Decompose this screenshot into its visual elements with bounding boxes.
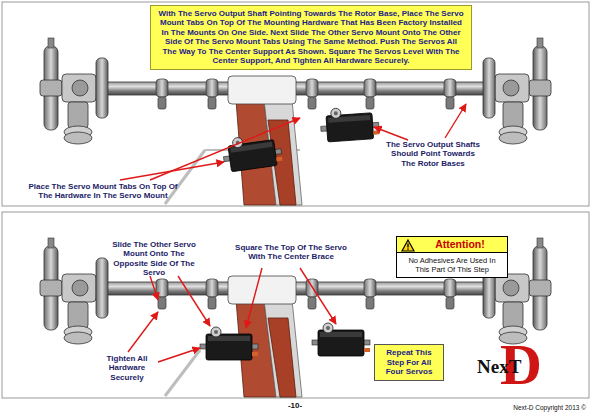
box-text: With The Servo Output Shaft Pointing Tow… <box>157 9 465 66</box>
instruction-box: With The Servo Output Shaft Pointing Tow… <box>150 5 472 70</box>
panel-border <box>2 2 589 206</box>
bottom-assembly <box>40 238 551 397</box>
callout-text: Tighten All Hardware Securely <box>92 354 162 382</box>
note-box: Repeat This Step For All Four Servos <box>374 344 444 381</box>
attention-box: Attention!No Adhesives Are Used In This … <box>396 236 508 278</box>
logo-wordmark: NexT <box>477 356 545 378</box>
panel-border <box>2 212 589 398</box>
callout-text: Slide The Other Servo Mount Onto The Opp… <box>108 240 200 278</box>
box-body-text: No Adhesives Are Used In This Part Of Th… <box>397 253 507 274</box>
callout-text: Square The Top Of The Servo With The Cen… <box>232 243 350 262</box>
callout-text: The Servo Output Shafts Should Point Tow… <box>383 140 483 168</box>
leader-lines <box>128 268 336 362</box>
warning-icon <box>401 239 415 252</box>
box-text: Repeat This Step For All Four Servos <box>378 348 440 377</box>
page-number: -10- <box>270 401 320 410</box>
copyright-note: Next-D Copyright 2013 © <box>468 404 586 412</box>
callout-text: Place The Servo Mount Tabs On Top Of The… <box>24 182 182 201</box>
